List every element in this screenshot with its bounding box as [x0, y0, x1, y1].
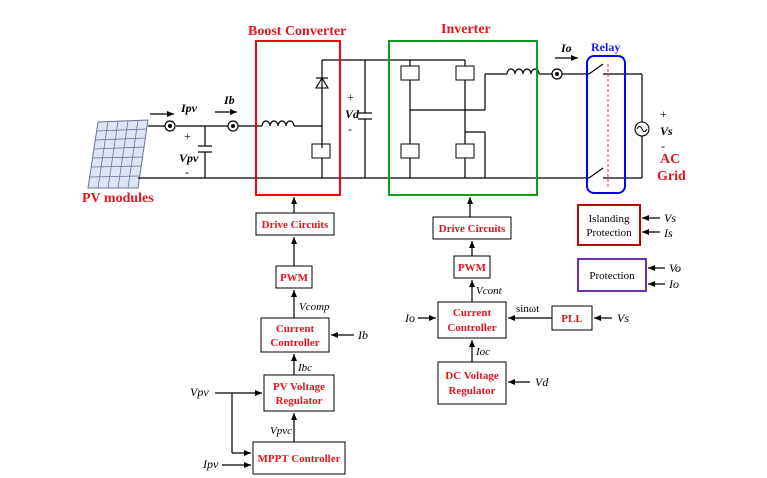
pwm-inverter-block — [453, 255, 491, 279]
pll-label: PLL — [561, 313, 582, 325]
current-controller-inverter-line1: Current — [453, 307, 492, 319]
current-controller-inverter-block — [437, 301, 507, 339]
ibc-label: Ibc — [297, 362, 312, 374]
protection-vo-label: Vo — [669, 261, 681, 275]
pv-voltage-regulator-line1: PV Voltage — [273, 381, 325, 393]
vpvc-label: Vpvc — [270, 425, 292, 437]
islanding-is-label: Is — [663, 226, 673, 240]
inverter-title: Inverter — [441, 22, 491, 37]
sinwt-label: sinωt — [516, 303, 539, 315]
grid-label: Grid — [657, 169, 686, 184]
ib-input-label: Ib — [357, 328, 368, 342]
ib-label: Ib — [223, 93, 235, 107]
pv-plus-label: + — [184, 129, 191, 143]
vd-label: Vd — [345, 107, 360, 121]
io-input-label: Io — [404, 311, 415, 325]
boost-converter-box — [255, 40, 341, 196]
vs-plus-label: + — [660, 107, 667, 121]
vpv-label: Vpv — [179, 151, 199, 165]
power-wiring — [138, 59, 650, 188]
dc-voltage-regulator-block — [437, 361, 507, 405]
current-controller-inverter-line2: Controller — [447, 322, 496, 334]
vcomp-label: Vcomp — [299, 301, 330, 313]
vd-plus-label: + — [347, 90, 354, 104]
ac-label: AC — [660, 152, 680, 167]
mppt-controller-block — [252, 441, 346, 475]
boost-converter-title: Boost Converter — [248, 24, 346, 39]
pv-voltage-regulator-line2: Regulator — [275, 395, 322, 407]
inverter-box — [388, 40, 538, 196]
vd-input-label: Vd — [535, 375, 549, 389]
pv-modules-label: PV modules — [82, 191, 154, 206]
vs-label: Vs — [660, 124, 673, 138]
current-controller-boost-line2: Controller — [270, 337, 319, 349]
vcont-label: Vcont — [476, 285, 503, 297]
io-label: Io — [560, 41, 572, 55]
ipv-input-label: Ipv — [202, 457, 219, 471]
current-sensor-output-icon — [551, 68, 563, 80]
pv-panel-icon — [87, 119, 149, 189]
drive-circuits-inverter-block — [432, 216, 512, 240]
current-sensor-pv-icon — [164, 120, 176, 132]
current-controller-boost-block — [260, 317, 330, 353]
vpv-input-label: Vpv — [190, 385, 209, 399]
islanding-protection-line2: Protection — [586, 227, 632, 239]
islanding-protection-line1: Islanding — [589, 213, 630, 225]
current-controller-boost-line1: Current — [276, 323, 315, 335]
relay-title: Relay — [591, 40, 620, 54]
drive-circuits-boost-label: Drive Circuits — [262, 219, 329, 231]
protection-io-label: Io — [668, 277, 679, 291]
mppt-controller-label: MPPT Controller — [258, 453, 341, 465]
ipv-label: Ipv — [180, 101, 198, 115]
current-sensor-boost-icon — [227, 120, 239, 132]
protection-label: Protection — [589, 270, 635, 282]
islanding-vs-label: Vs — [664, 211, 676, 225]
dc-voltage-regulator-line1: DC Voltage — [445, 370, 499, 382]
pll-vs-input-label: Vs — [617, 311, 629, 325]
relay-box — [586, 55, 626, 194]
pwm-boost-block — [275, 265, 313, 289]
pv-minus-label: - — [185, 165, 189, 179]
ioc-label: Ioc — [475, 346, 490, 358]
pwm-boost-label: PWM — [280, 272, 309, 284]
vs-minus-label: - — [661, 139, 665, 153]
pv-voltage-regulator-block — [263, 374, 335, 412]
drive-circuits-inverter-label: Drive Circuits — [439, 223, 506, 235]
islanding-protection-block — [577, 204, 641, 246]
protection-block — [577, 258, 647, 292]
vd-minus-label: - — [348, 122, 352, 136]
pwm-inverter-label: PWM — [458, 262, 487, 274]
drive-circuits-boost-block — [255, 212, 335, 236]
dc-voltage-regulator-line2: Regulator — [448, 385, 495, 397]
